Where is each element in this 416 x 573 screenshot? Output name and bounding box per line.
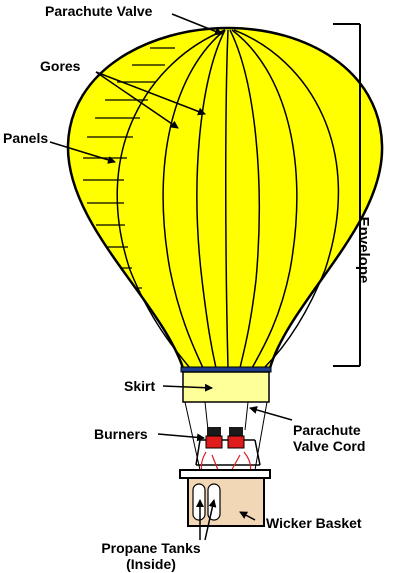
- label-parachute-valve-cord-2: Valve Cord: [293, 438, 366, 454]
- label-parachute-valve-cord-1: Parachute: [293, 422, 361, 438]
- label-parachute-valve: Parachute Valve: [45, 3, 153, 19]
- label-burners: Burners: [94, 426, 148, 442]
- label-propane-tanks-1: Propane Tanks: [101, 540, 201, 556]
- basket-rim: [179, 469, 271, 479]
- label-envelope: Envelope: [355, 216, 372, 284]
- panel-lines: [83, 47, 175, 289]
- envelope-bracket: [333, 23, 361, 367]
- label-propane-tanks-2: (Inside): [126, 556, 176, 572]
- propane-tank-left: [192, 483, 206, 521]
- gore-lines: [116, 29, 340, 369]
- leader-arrows: [49, 13, 293, 541]
- label-panels: Panels: [3, 130, 49, 146]
- label-wicker-basket: Wicker Basket: [266, 515, 362, 531]
- parachute-valve-cord-line: [200, 451, 252, 501]
- label-skirt: Skirt: [124, 378, 156, 394]
- burners-shape: [205, 427, 245, 449]
- label-gores: Gores: [40, 58, 81, 74]
